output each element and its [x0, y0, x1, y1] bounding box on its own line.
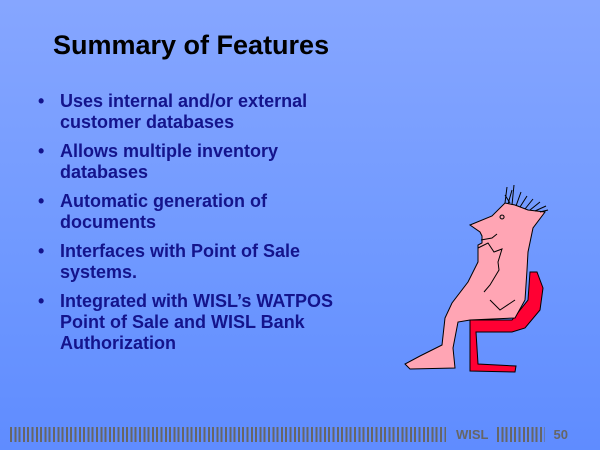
footer-brand: WISL	[456, 426, 489, 442]
bullet-icon: •	[38, 141, 45, 161]
bullet-list: •Uses internal and/or external customer …	[38, 91, 368, 362]
barcode-decoration-right	[496, 426, 545, 442]
bullet-icon: •	[38, 291, 45, 311]
bullet-icon: •	[38, 241, 45, 261]
page-number: 50	[553, 426, 568, 442]
bullet-item: •Integrated with WISL’s WATPOS Point of …	[38, 291, 334, 353]
slide-footer: WISL 50	[10, 426, 568, 442]
bullet-icon: •	[38, 191, 45, 211]
man-figure	[404, 184, 549, 370]
bullet-item: •Automatic generation of documents	[38, 191, 268, 232]
slide-title: Summary of Features	[53, 30, 330, 60]
chair-icon	[469, 271, 544, 373]
bullet-icon: •	[38, 91, 45, 111]
bullet-item: •Allows multiple inventory databases	[38, 141, 279, 182]
bullet-item: •Interfaces with Point of Sale systems.	[38, 241, 301, 282]
barcode-decoration-left	[10, 426, 446, 442]
bullet-item: •Uses internal and/or external customer …	[38, 91, 308, 132]
